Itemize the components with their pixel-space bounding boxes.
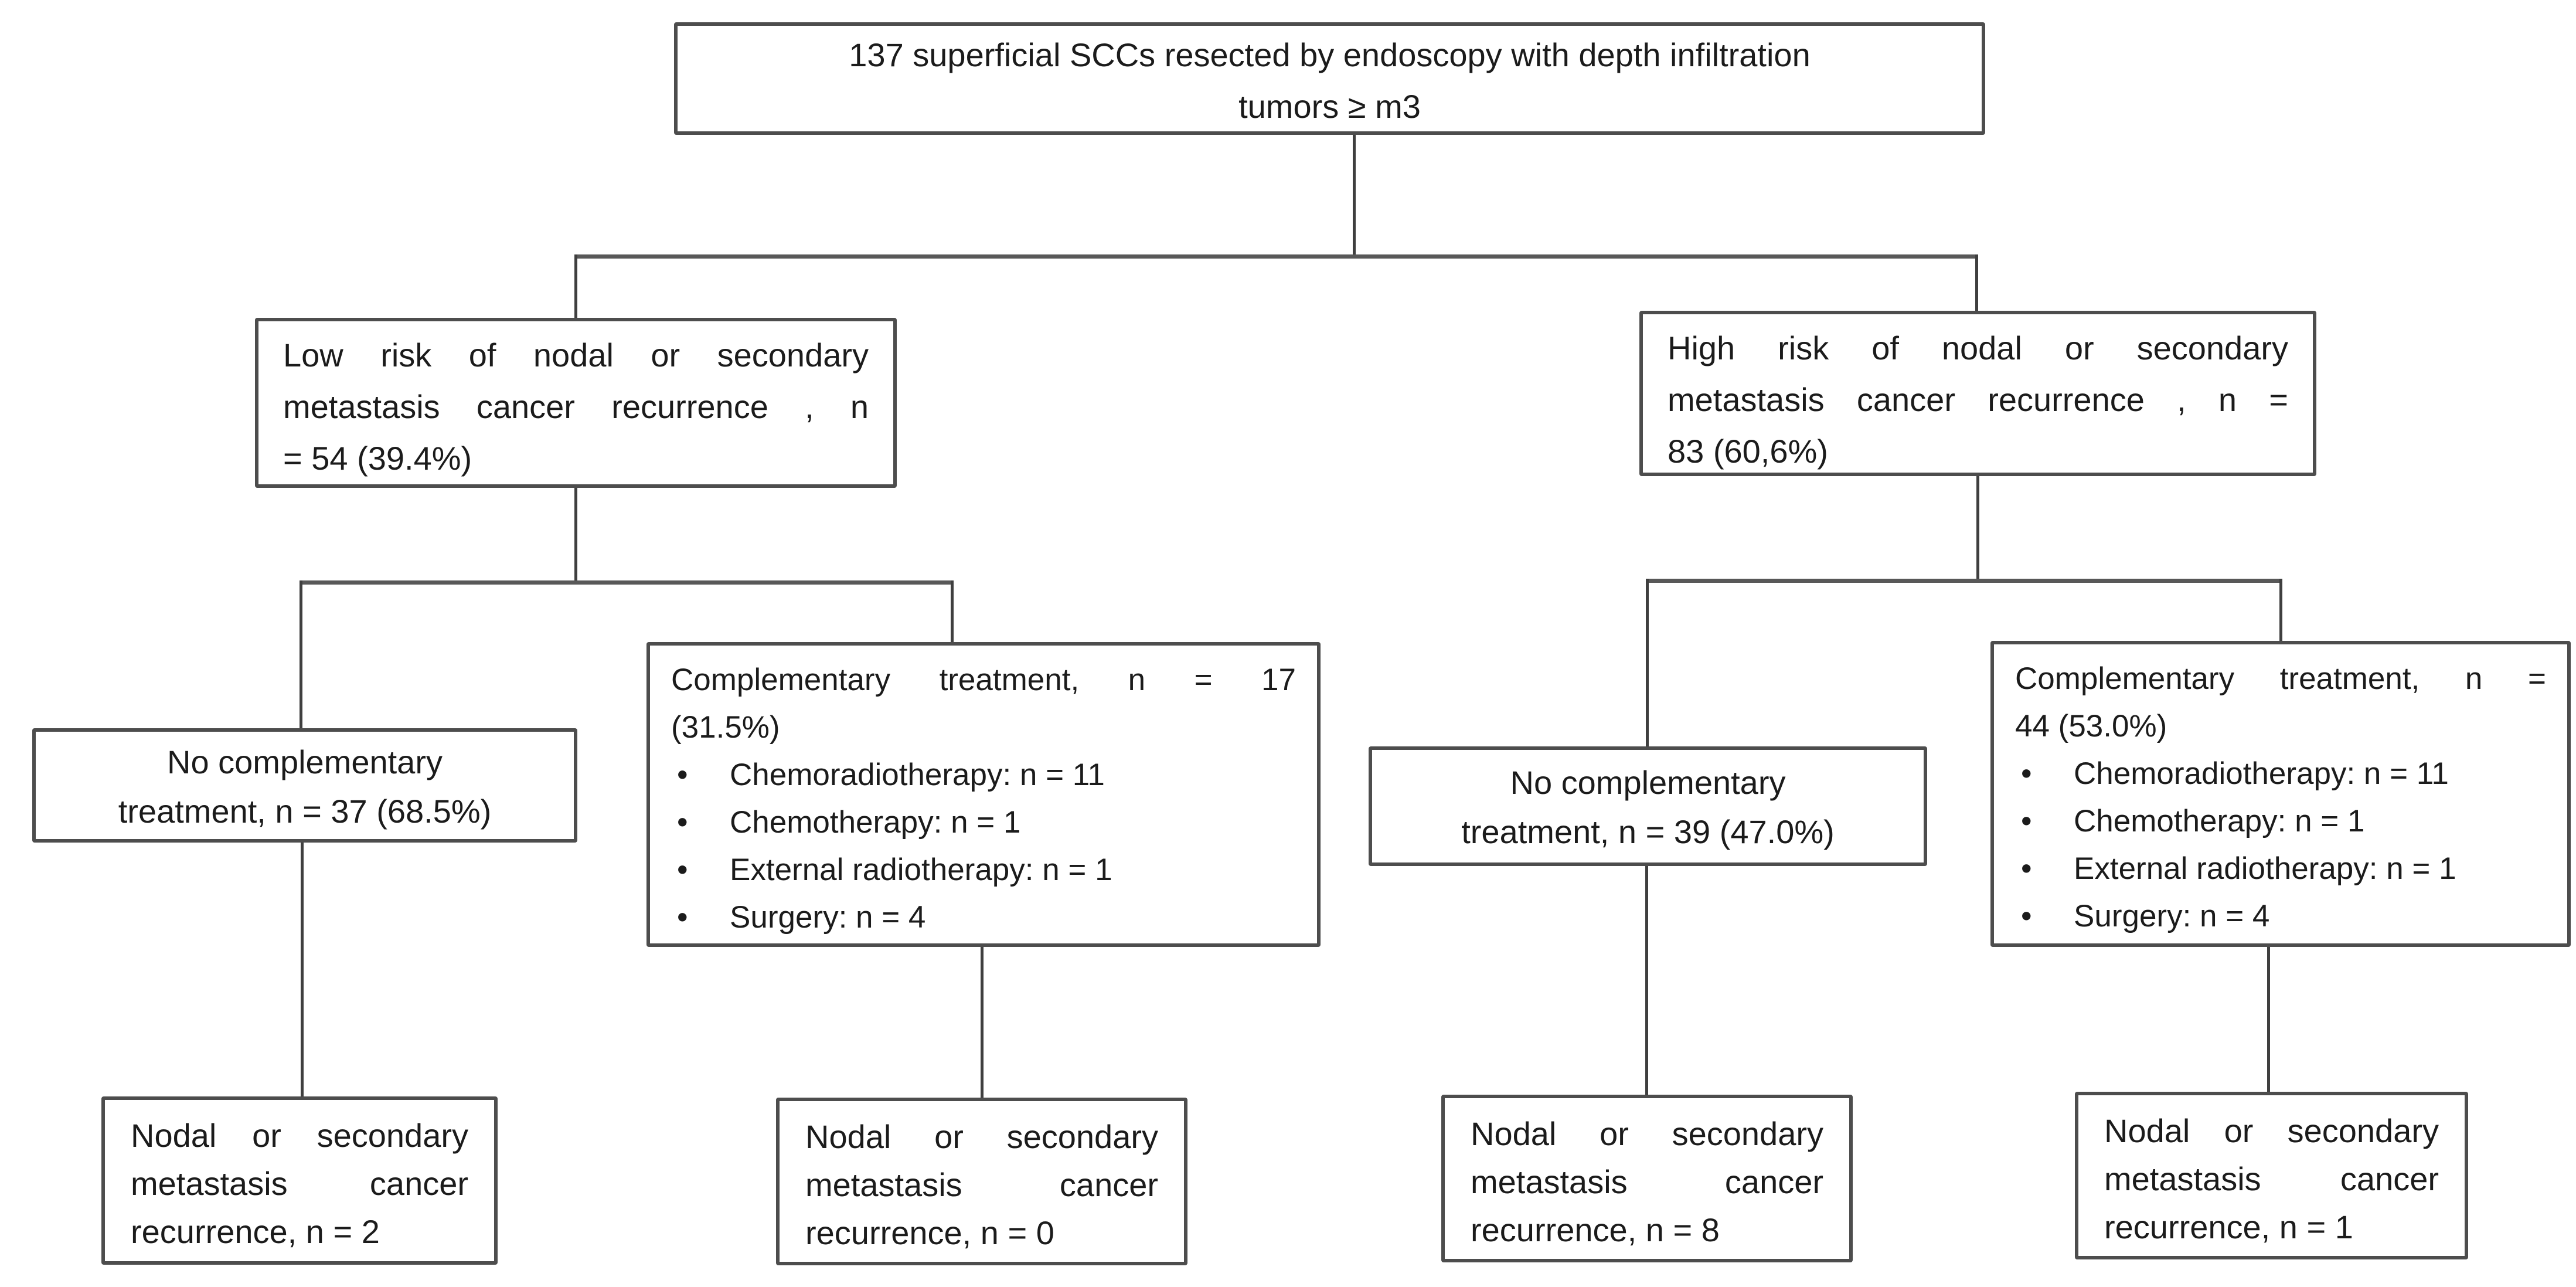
box-text-line: = 54 (39.4%) <box>283 440 472 477</box>
box-text-line: metastasis cancer <box>2104 1160 2439 1197</box>
treatment-list-item-label: Chemoradiotherapy: n = 11 <box>730 758 1105 792</box>
bullet-icon: • <box>2021 804 2032 838</box>
box-text-line: metastasis cancer recurrence , n <box>283 388 869 425</box>
connector-high-risk-drop <box>1975 254 1978 313</box>
bullet-icon: • <box>677 853 688 887</box>
treatment-list-item: • External radiotherapy: n = 1 <box>2015 845 2546 892</box>
connector-comp-right-drop <box>2279 579 2282 643</box>
treatment-list-item-label: Chemotherapy: n = 1 <box>730 805 1021 840</box>
bullet-icon: • <box>677 900 688 935</box>
bullet-icon: • <box>2021 899 2032 933</box>
bullet-icon: • <box>2021 851 2032 886</box>
box-text-line: treatment, n = 39 (47.0%) <box>1461 813 1835 850</box>
box-no-complementary-high: No complementary treatment, n = 39 (47.0… <box>1369 746 1927 866</box>
treatment-list-item-label: Surgery: n = 4 <box>2074 899 2270 933</box>
box-text-line: Nodal or secondary <box>1471 1115 1823 1152</box>
box-no-complementary-low: No complementary treatment, n = 37 (68.5… <box>32 728 577 843</box>
treatment-list-item-label: External radiotherapy: n = 1 <box>2074 851 2456 886</box>
box-text-line: Complementary treatment, n = 17 <box>671 663 1296 697</box>
box-recurrence-high-nocomp: Nodal or secondary metastasis cancer rec… <box>1441 1095 1853 1262</box>
connector-rec4-drop <box>2267 946 2270 1094</box>
box-text-line: tumors ≥ m3 <box>1238 88 1421 125</box>
box-recurrence-low-comp: Nodal or secondary metastasis cancer rec… <box>776 1098 1187 1265</box>
treatment-list-item: • Chemoradiotherapy: n = 11 <box>671 751 1296 799</box>
treatment-list-item: • Surgery: n = 4 <box>2015 892 2546 940</box>
box-recurrence-low-nocomp: Nodal or secondary metastasis cancer rec… <box>101 1096 498 1265</box>
bullet-icon: • <box>677 805 688 840</box>
treatment-list-item: • Chemoradiotherapy: n = 11 <box>2015 750 2546 797</box>
connector-level1-horizontal <box>574 254 1978 259</box>
connector-rec1-drop <box>301 841 304 1099</box>
box-text-line: 83 (60,6%) <box>1668 433 1828 470</box>
box-text-line: recurrence, n = 2 <box>131 1213 380 1250</box>
treatment-list-item-label: Surgery: n = 4 <box>730 900 926 935</box>
box-text-line: Nodal or secondary <box>2104 1112 2439 1149</box>
box-complementary-low: Complementary treatment, n = 17 (31.5%) … <box>646 642 1321 947</box>
bullet-icon: • <box>2021 756 2032 791</box>
treatment-list-item-label: External radiotherapy: n = 1 <box>730 853 1112 887</box>
box-text-line: recurrence, n = 8 <box>1471 1211 1720 1248</box>
treatment-list-item: • External radiotherapy: n = 1 <box>671 846 1296 894</box>
box-complementary-high: Complementary treatment, n = 44 (53.0%) … <box>1990 641 2571 947</box>
box-text-line: Complementary treatment, n = <box>2015 661 2546 696</box>
connector-low-subtree-horizontal <box>300 580 954 585</box>
connector-root-down <box>1353 134 1356 257</box>
box-text-line: metastasis cancer <box>131 1165 468 1202</box>
box-text-line: (31.5%) <box>671 710 780 745</box>
box-text-line: treatment, n = 37 (68.5%) <box>118 793 492 830</box>
box-text-line: metastasis cancer recurrence , n = <box>1668 381 2288 418</box>
connector-low-risk-down <box>574 487 577 582</box>
box-high-risk: High risk of nodal or secondary metastas… <box>1639 311 2316 476</box>
box-text-line: High risk of nodal or secondary <box>1668 330 2288 366</box>
connector-no-comp-right-drop <box>1646 579 1649 749</box>
box-text-line: 137 superficial SCCs resected by endosco… <box>849 36 1811 73</box>
box-text-line: recurrence, n = 0 <box>805 1214 1054 1251</box>
connector-low-risk-drop <box>574 254 577 320</box>
box-text-line: metastasis cancer <box>805 1166 1158 1203</box>
box-text-line: Nodal or secondary <box>805 1118 1158 1155</box>
connector-high-subtree-horizontal <box>1646 579 2282 583</box>
connector-no-comp-left-drop <box>300 580 302 731</box>
treatment-list-item: • Chemotherapy: n = 1 <box>2015 797 2546 845</box>
connector-rec2-drop <box>981 946 984 1100</box>
box-total-cohort: 137 superficial SCCs resected by endosco… <box>674 22 1985 135</box>
box-recurrence-high-comp: Nodal or secondary metastasis cancer rec… <box>2075 1092 2468 1259</box>
connector-high-risk-down <box>1976 475 1979 580</box>
treatment-list-item: • Surgery: n = 4 <box>671 894 1296 941</box>
connector-comp-left-drop <box>951 580 954 644</box>
box-low-risk: Low risk of nodal or secondary metastasi… <box>255 318 897 488</box>
connector-rec3-drop <box>1645 865 1648 1097</box>
box-text-line: recurrence, n = 1 <box>2104 1208 2353 1245</box>
box-text-line: No complementary <box>1510 764 1786 801</box>
box-text-line: metastasis cancer <box>1471 1163 1823 1200</box>
treatment-list-item-label: Chemoradiotherapy: n = 11 <box>2074 756 2449 791</box>
box-text-line: No complementary <box>167 743 443 780</box>
box-text-line: Nodal or secondary <box>131 1117 468 1154</box>
treatment-list-item: • Chemotherapy: n = 1 <box>671 799 1296 846</box>
treatment-list-item-label: Chemotherapy: n = 1 <box>2074 804 2365 838</box>
bullet-icon: • <box>677 758 688 792</box>
box-text-line: Low risk of nodal or secondary <box>283 337 869 373</box>
box-text-line: 44 (53.0%) <box>2015 709 2167 743</box>
